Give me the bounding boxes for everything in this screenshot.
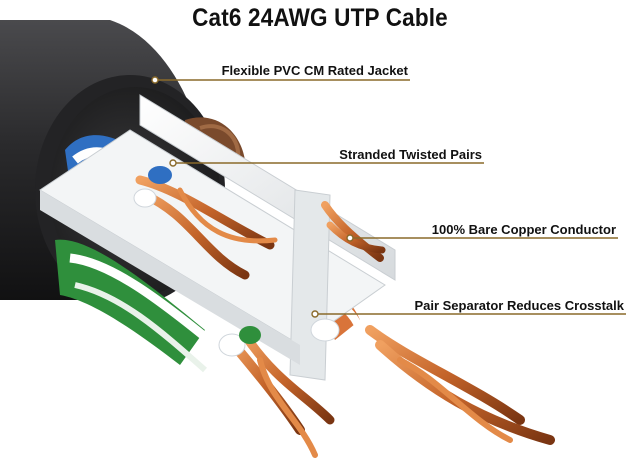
callout-pairs-label: Stranded Twisted Pairs: [339, 147, 482, 162]
leader-dot-separator: [311, 310, 319, 318]
page-title: Cat6 24AWG UTP Cable: [192, 4, 448, 32]
leader-dot-pairs: [169, 159, 177, 167]
insulation-collars: [133, 166, 340, 357]
green-pair: [55, 239, 218, 373]
callout-separator-label: Pair Separator Reduces Crosstalk: [414, 298, 624, 313]
callout-jacket-label: Flexible PVC CM Rated Jacket: [221, 63, 408, 78]
leader-lines: [151, 76, 626, 318]
callout-conductor-label: 100% Bare Copper Conductor: [431, 222, 616, 237]
leader-dot-jacket: [151, 76, 159, 84]
leader-dot-conductor: [346, 234, 354, 242]
pair-separator: [39, 94, 396, 381]
